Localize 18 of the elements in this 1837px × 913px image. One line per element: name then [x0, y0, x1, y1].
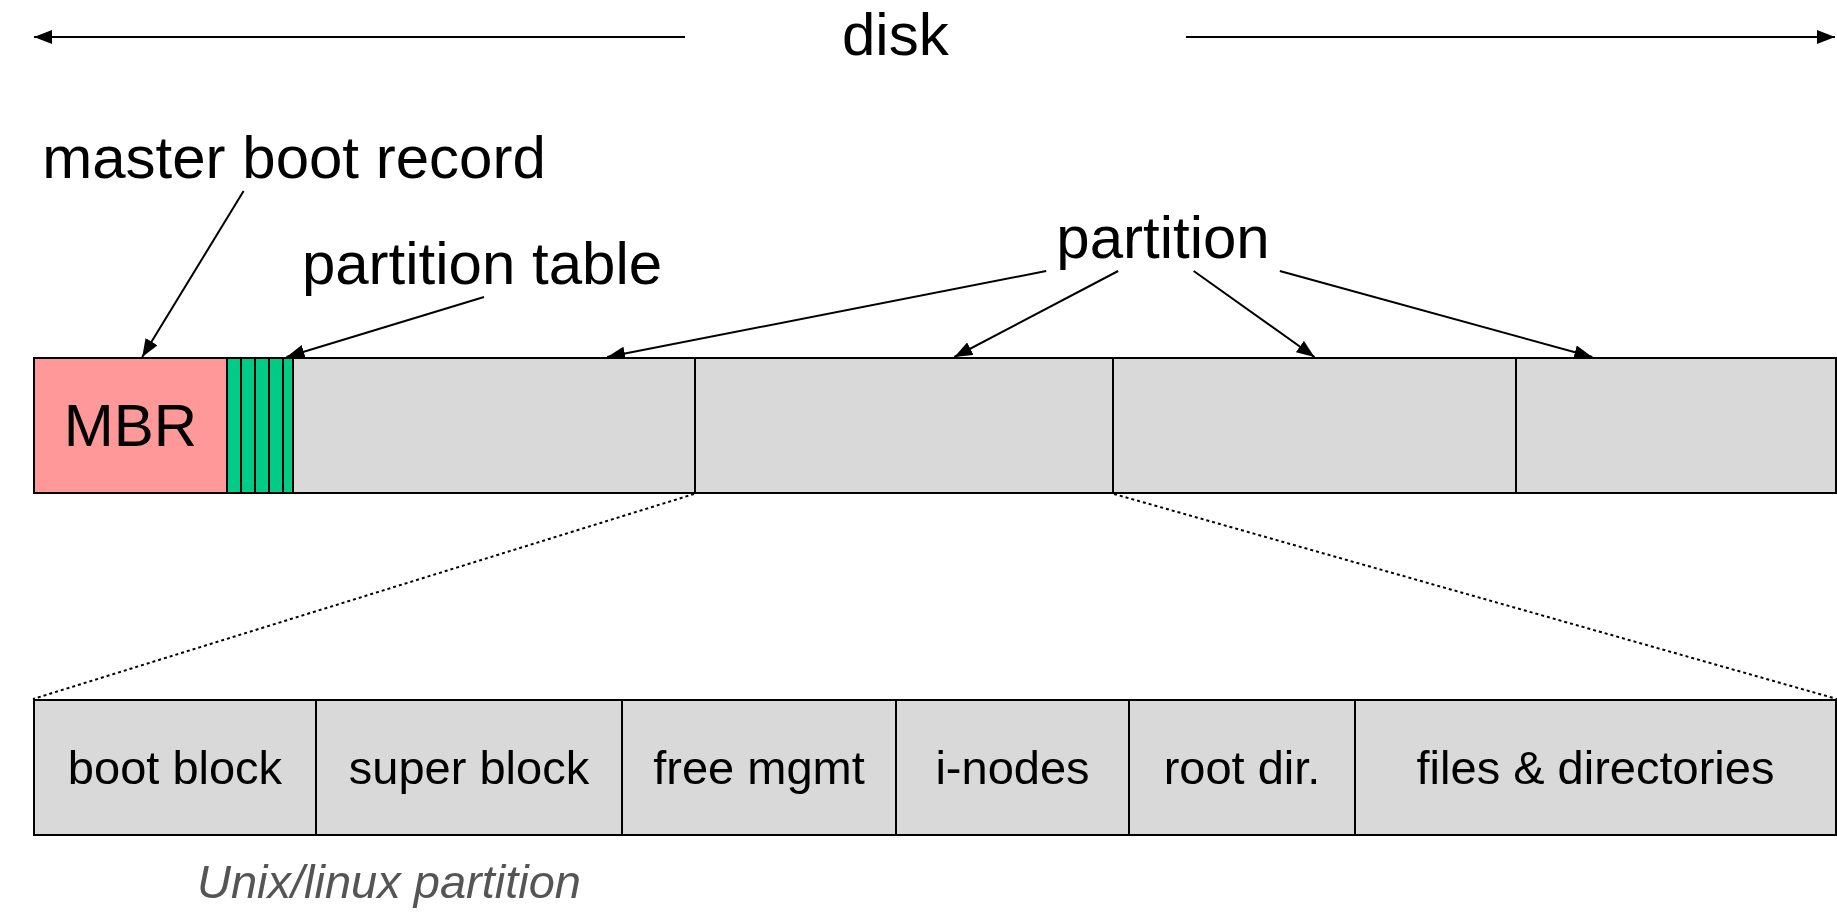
callout-text: partition — [1045, 205, 1281, 271]
partition-segment — [292, 357, 696, 494]
caption-text: Unix/linux partition — [197, 854, 581, 909]
leader-arrow — [1278, 270, 1594, 359]
dimension-label: disk — [842, 2, 949, 68]
mbr-block: MBR — [33, 357, 228, 494]
projection-line — [32, 493, 695, 700]
callout-text: master boot record — [14, 125, 574, 191]
partition-segment — [1112, 357, 1517, 494]
leader-arrow — [141, 190, 245, 358]
partition-segment — [694, 357, 1114, 494]
callout-text: partition table — [281, 231, 683, 297]
leader-arrow — [285, 296, 485, 359]
projection-line — [1113, 493, 1837, 700]
leader-arrow — [1192, 270, 1316, 358]
leader-arrow — [953, 270, 1120, 358]
partition-table-bar — [226, 357, 294, 494]
partition-segment — [1515, 357, 1837, 494]
